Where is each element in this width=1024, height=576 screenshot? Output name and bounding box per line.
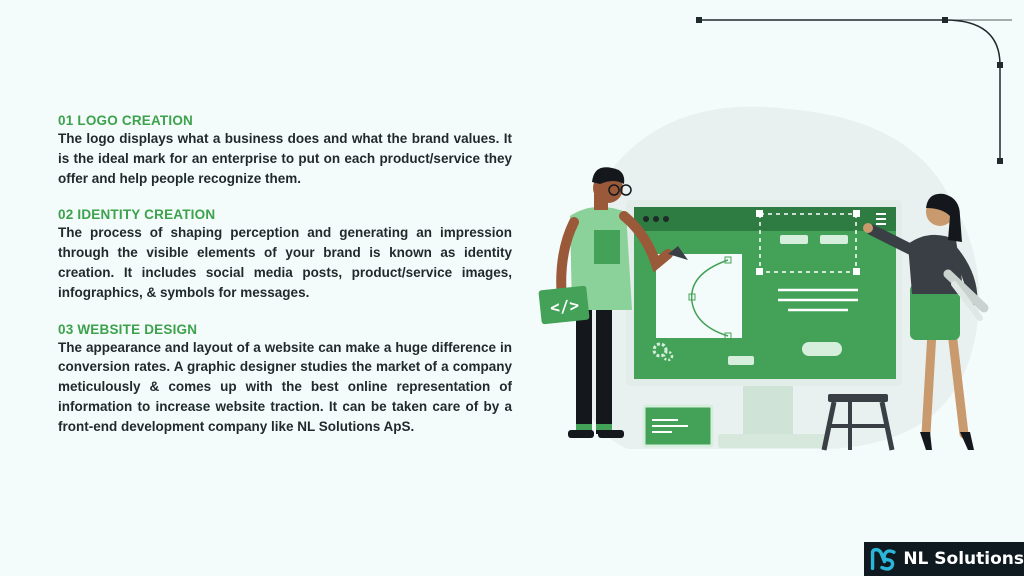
designers-illustration: </> [538, 106, 989, 451]
section-body: The process of shaping perception and ge… [58, 225, 512, 300]
corner-line-decoration [696, 17, 1012, 164]
monitor-neck [743, 386, 793, 436]
canvas-panel [656, 254, 742, 338]
stool [821, 394, 895, 451]
section-identity-creation: 02 IDENTITY CREATION The process of shap… [58, 206, 512, 302]
monitor-base [718, 434, 828, 448]
section-title: 03 WEBSITE DESIGN [58, 321, 198, 337]
section-body: The logo displays what a business does a… [58, 131, 512, 186]
svg-text:</>: </> [549, 295, 580, 317]
designer-man [556, 167, 688, 438]
designer-woman [863, 193, 989, 450]
section-title: 01 LOGO CREATION [58, 113, 193, 128]
menu-icon [876, 213, 886, 225]
section-title: 02 IDENTITY CREATION [58, 207, 216, 223]
section-website-design: 03 WEBSITE DESIGN The appearance and lay… [58, 321, 512, 437]
brand-logo[interactable]: NL Solutions [864, 542, 1024, 576]
monitor-topbar [634, 207, 896, 231]
brand-name: NL Solutions [903, 549, 1024, 569]
screen-button [802, 342, 842, 356]
content-column: 01 LOGO CREATION The logo displays what … [58, 112, 512, 455]
nl-logo-icon [870, 547, 896, 571]
section-logo-creation: 01 LOGO CREATION The logo displays what … [58, 112, 512, 188]
section-body: The appearance and layout of a website c… [58, 339, 512, 434]
gear-icon [652, 342, 674, 362]
code-badge-icon: </> [538, 285, 590, 325]
selection-box [759, 213, 857, 273]
